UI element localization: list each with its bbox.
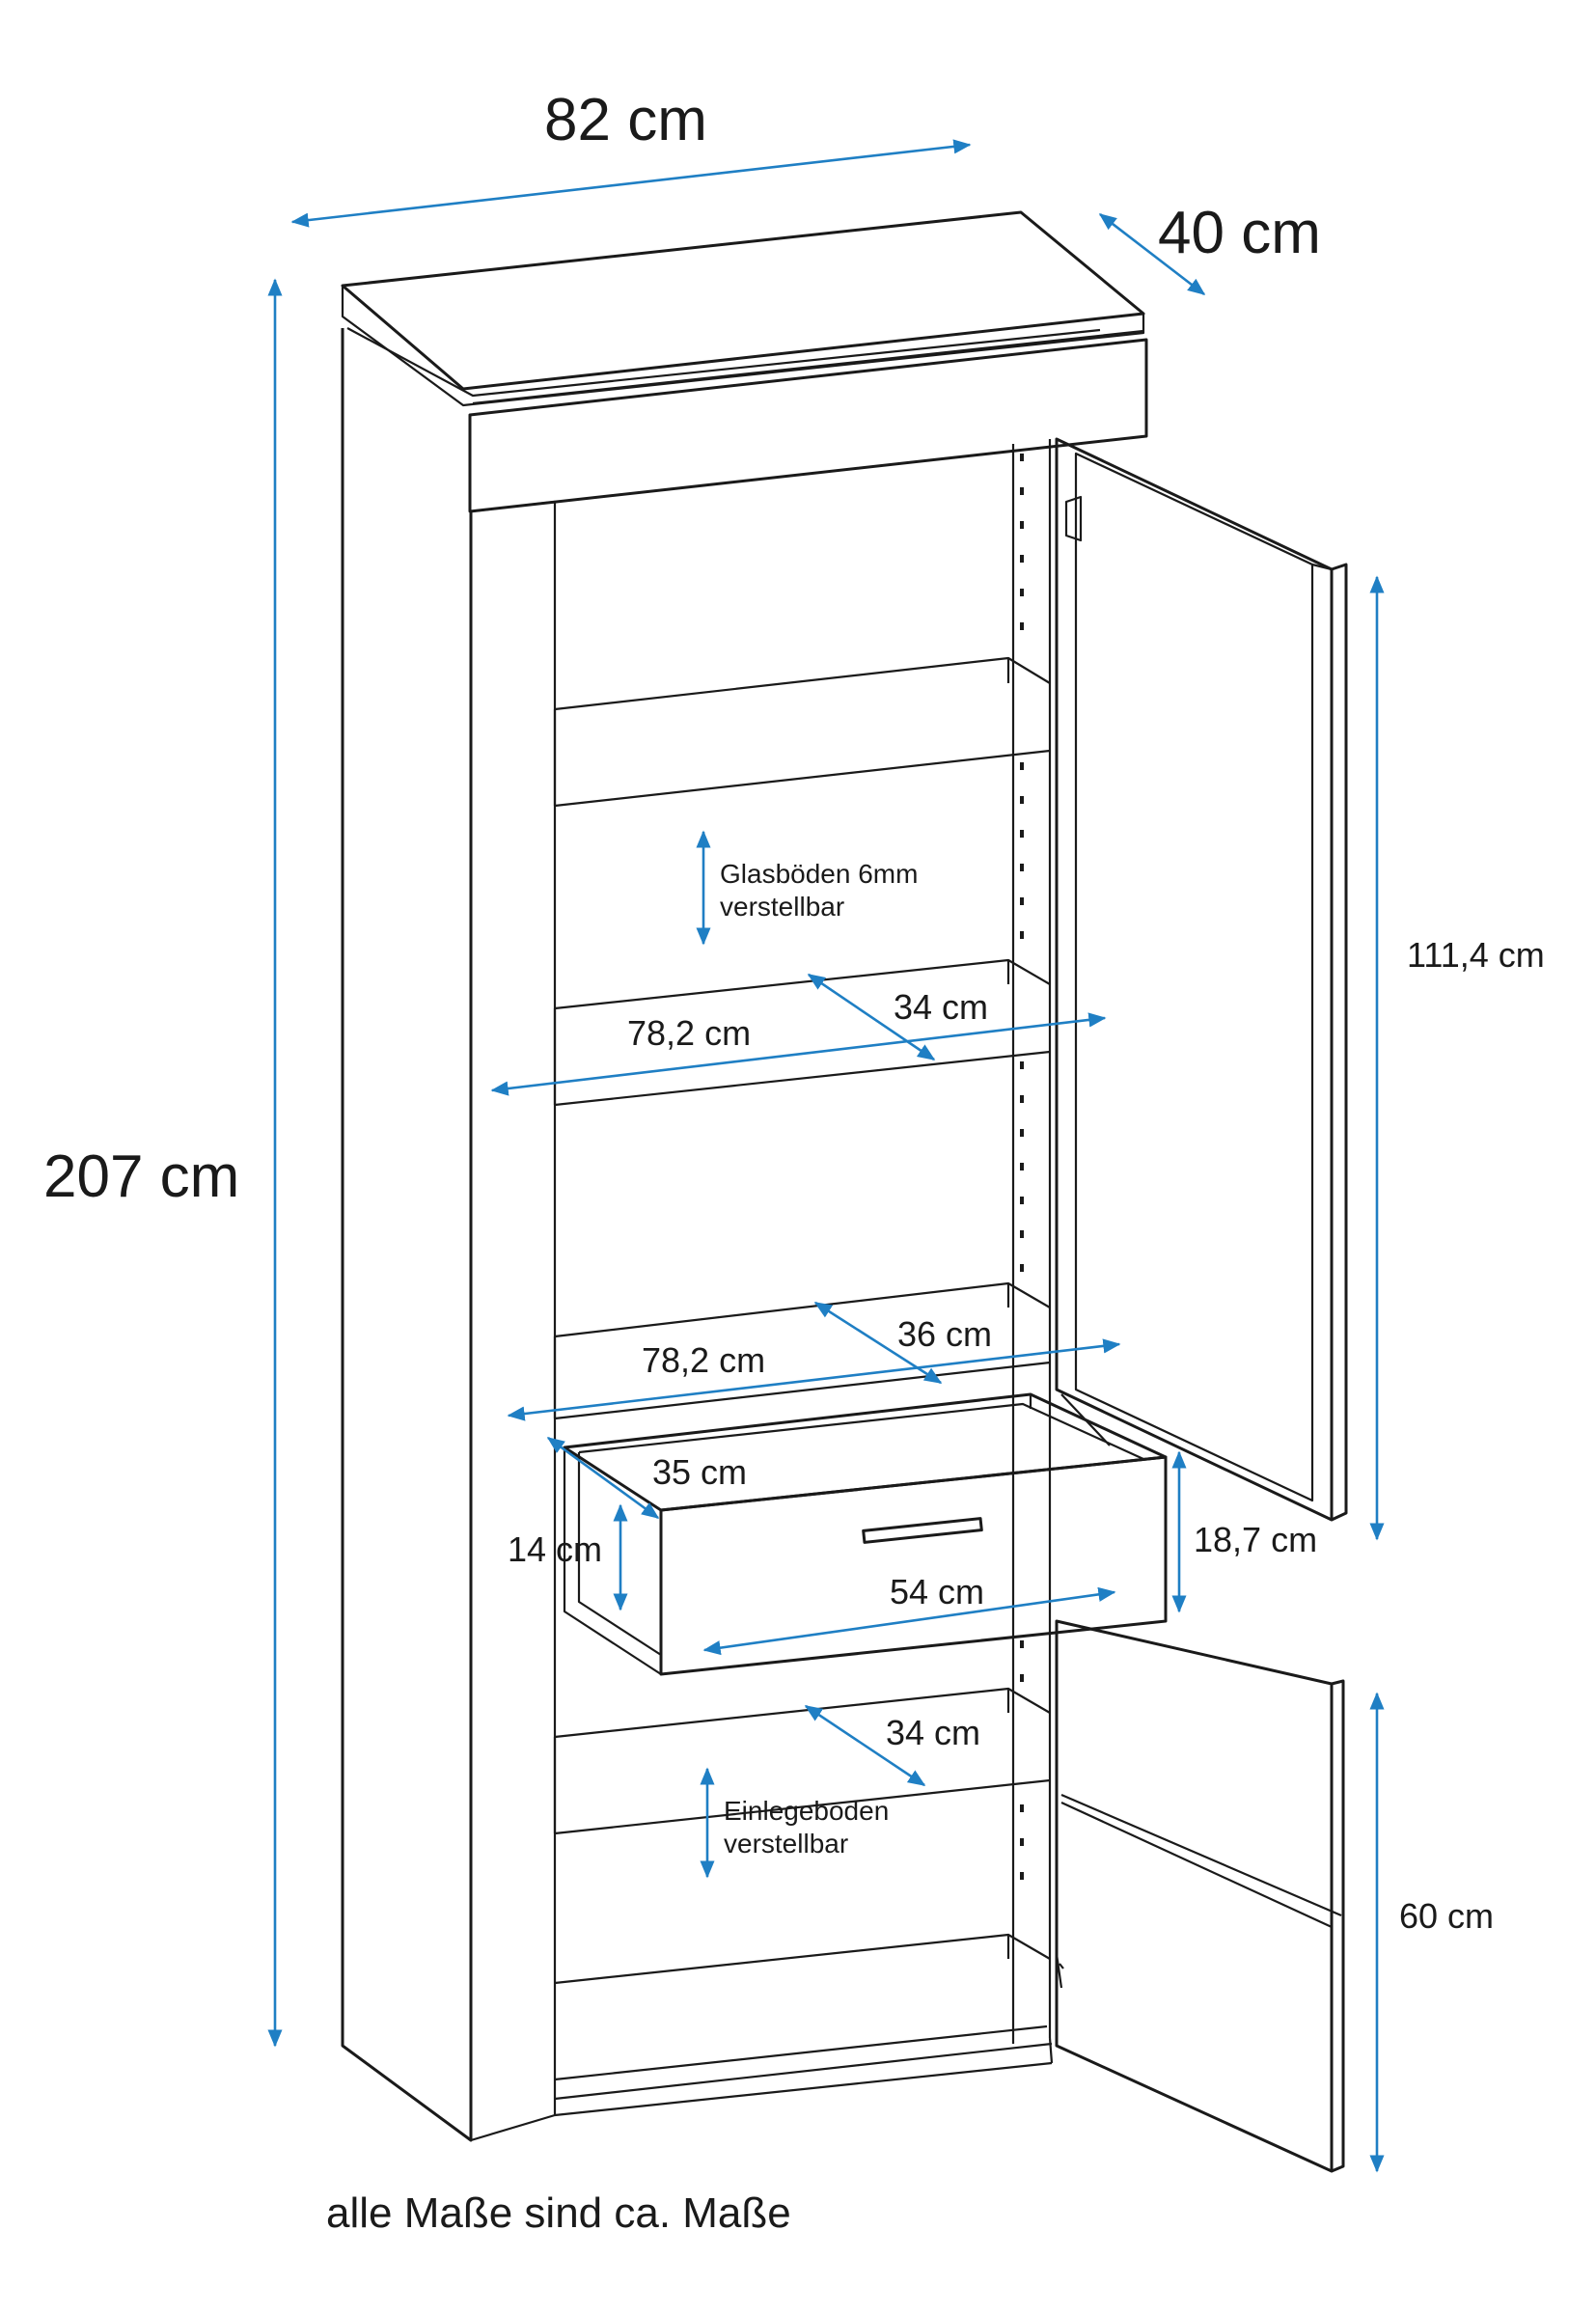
insert-shelf-note-line2: verstellbar [724,1829,848,1859]
upper-shelf-width-label: 78,2 cm [627,1013,751,1053]
left-side-panel [341,328,473,2142]
door-hinge [1064,495,1083,542]
depth-label: 40 cm [1158,200,1321,266]
lower-door-height-label: 60 cm [1399,1896,1494,1936]
lower-door [1055,1619,1334,2173]
middle-shelf-width-label: 78,2 cm [642,1340,765,1380]
drawer-front-height-label: 18,7 cm [1194,1520,1317,1559]
height-label: 207 cm [43,1143,239,1210]
drawer-front [659,1455,1168,1676]
header-band [468,338,1148,513]
upper-door-height-label: 111,4 cm [1407,935,1545,975]
footer-note: alle Maße sind ca. Maße [326,2189,791,2237]
upper-glass-shelf-1 [554,656,1051,808]
width-label: 82 cm [544,87,707,153]
drawer-depth-label: 35 cm [652,1452,747,1492]
width-arrow [290,139,972,228]
top-plate [341,210,1145,391]
drawer-inner-height-label: 14 cm [508,1529,602,1569]
lower-shelf-depth-label: 34 cm [886,1713,980,1752]
upper-shelf-depth-arrow [807,973,936,1061]
middle-shelf-width-arrow [507,1338,1121,1421]
middle-shelf-depth-label: 36 cm [897,1314,992,1354]
cabinet-outline [341,210,1348,2173]
dimension-arrows [267,139,1385,2173]
upper-glass-door [1055,437,1334,1522]
dimension-labels: 82 cm 40 cm 207 cm 111,4 cm 60 cm 78,2 c… [43,87,1545,2237]
middle-shelf-depth-arrow [813,1301,943,1385]
upper-shelf-width-arrow [490,1012,1107,1096]
drawer-width-label: 54 cm [890,1572,984,1611]
upper-shelf-depth-label: 34 cm [894,987,988,1027]
depth-arrow [1098,212,1206,296]
glass-shelves-note-line1: Glasböden 6mm [720,859,918,889]
insert-shelf-note-line1: Einlegeboden [724,1796,889,1826]
glass-shelves-note-line2: verstellbar [720,892,844,922]
drawer-depth-arrow [546,1436,660,1520]
drawer-handle [862,1517,983,1544]
lower-shelf-depth-arrow [804,1704,926,1787]
drawer-width-arrow [702,1586,1116,1656]
